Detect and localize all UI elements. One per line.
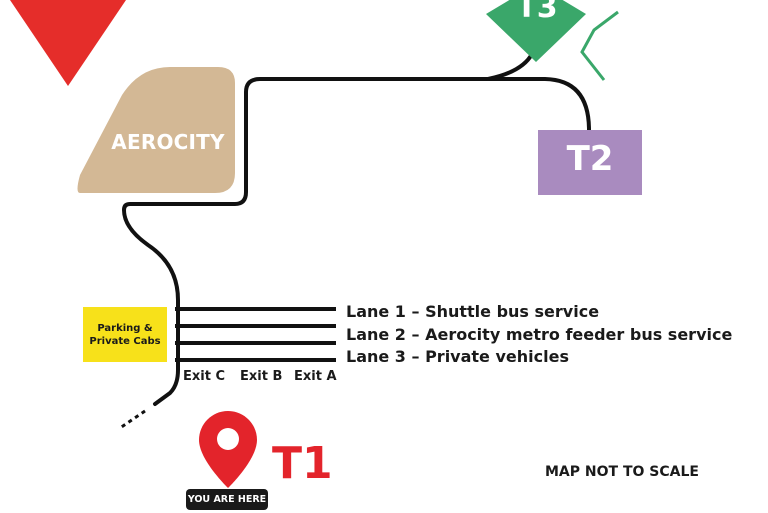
t3-diamond: [486, 0, 586, 62]
aerocity-label: AEROCITY: [111, 130, 225, 154]
route-line: [122, 77, 591, 406]
exit-b-label: Exit B: [240, 369, 283, 384]
route-branch-t3: [486, 52, 534, 81]
t2-label: T2: [566, 139, 614, 179]
t2-box: [538, 130, 642, 195]
exit-c-label: Exit C: [183, 369, 226, 384]
lane-1-label: Lane 1 – Shuttle bus service: [346, 302, 600, 321]
lane-2-label: Lane 2 – Aerocity metro feeder bus servi…: [346, 325, 733, 344]
aerocity-block: [77, 67, 235, 193]
red-triangle-marker-icon: [10, 0, 126, 86]
you-are-here-badge: YOU ARE HERE: [186, 489, 268, 510]
parking-label-line1: Parking &: [97, 322, 153, 334]
parking-private-cabs-box: Parking & Private Cabs: [83, 307, 167, 362]
t3-label: T3: [516, 0, 558, 25]
green-chevron-icon: [580, 10, 619, 81]
t1-label: T1: [272, 438, 333, 489]
route-dashed: [119, 409, 146, 430]
parking-label-line2: Private Cabs: [89, 335, 161, 347]
exit-a-label: Exit A: [294, 369, 337, 384]
map-scale-note: MAP NOT TO SCALE: [545, 464, 699, 480]
lane-3-label: Lane 3 – Private vehicles: [346, 347, 569, 366]
location-pin-icon: [199, 411, 257, 488]
